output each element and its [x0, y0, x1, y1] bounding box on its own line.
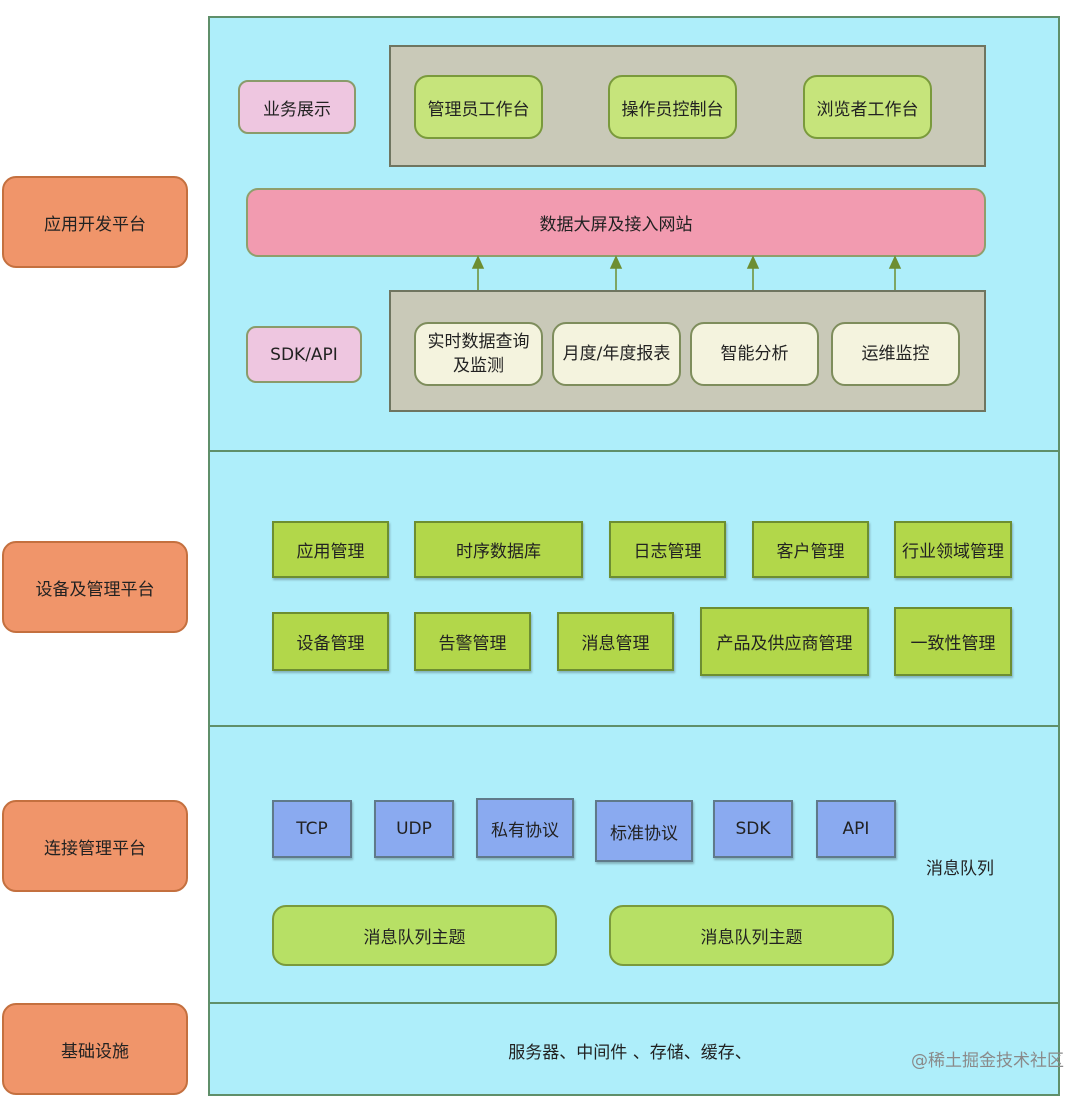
platform-label-connection: 连接管理平台: [2, 800, 188, 892]
report-service: 月度/年度报表: [552, 322, 681, 386]
module-consistency-management: 一致性管理: [894, 607, 1012, 676]
infra-layer-panel: [208, 1002, 1060, 1096]
module-product-supplier-management: 产品及供应商管理: [700, 607, 869, 676]
message-queue-label: 消息队列: [926, 859, 994, 879]
viewer-workbench: 浏览者工作台: [803, 75, 932, 139]
protocol-standard: 标准协议: [595, 800, 693, 862]
realtime-query-service: 实时数据查询 及监测: [414, 322, 543, 386]
ops-monitoring-service: 运维监控: [831, 322, 960, 386]
business-display-label: 业务展示: [238, 80, 356, 134]
protocol-udp: UDP: [374, 800, 454, 858]
protocol-sdk: SDK: [713, 800, 793, 858]
operator-console: 操作员控制台: [608, 75, 737, 139]
module-log-management: 日志管理: [609, 521, 726, 578]
message-queue-topic: 消息队列主题: [609, 905, 894, 966]
platform-label-app-dev: 应用开发平台: [2, 176, 188, 268]
protocol-tcp: TCP: [272, 800, 352, 858]
smart-analysis-service: 智能分析: [690, 322, 819, 386]
protocol-private: 私有协议: [476, 798, 574, 858]
module-device-management: 设备管理: [272, 612, 389, 671]
watermark: @稀土掘金技术社区: [911, 1051, 1064, 1071]
infra-components-text: 服务器、中间件 、存储、缓存、: [508, 1042, 752, 1063]
device-layer-panel: [208, 450, 1060, 727]
data-screen-banner: 数据大屏及接入网站: [246, 188, 986, 257]
module-customer-management: 客户管理: [752, 521, 869, 578]
protocol-api: API: [816, 800, 896, 858]
module-app-management: 应用管理: [272, 521, 389, 578]
module-industry-management: 行业领域管理: [894, 521, 1012, 578]
module-message-management: 消息管理: [557, 612, 674, 671]
module-alarm-management: 告警管理: [414, 612, 531, 671]
sdk-api-label: SDK/API: [246, 326, 362, 383]
admin-workbench: 管理员工作台: [414, 75, 543, 139]
module-tsdb: 时序数据库: [414, 521, 583, 578]
message-queue-topic: 消息队列主题: [272, 905, 557, 966]
platform-label-device-mgmt: 设备及管理平台: [2, 541, 188, 633]
platform-label-infra: 基础设施: [2, 1003, 188, 1095]
